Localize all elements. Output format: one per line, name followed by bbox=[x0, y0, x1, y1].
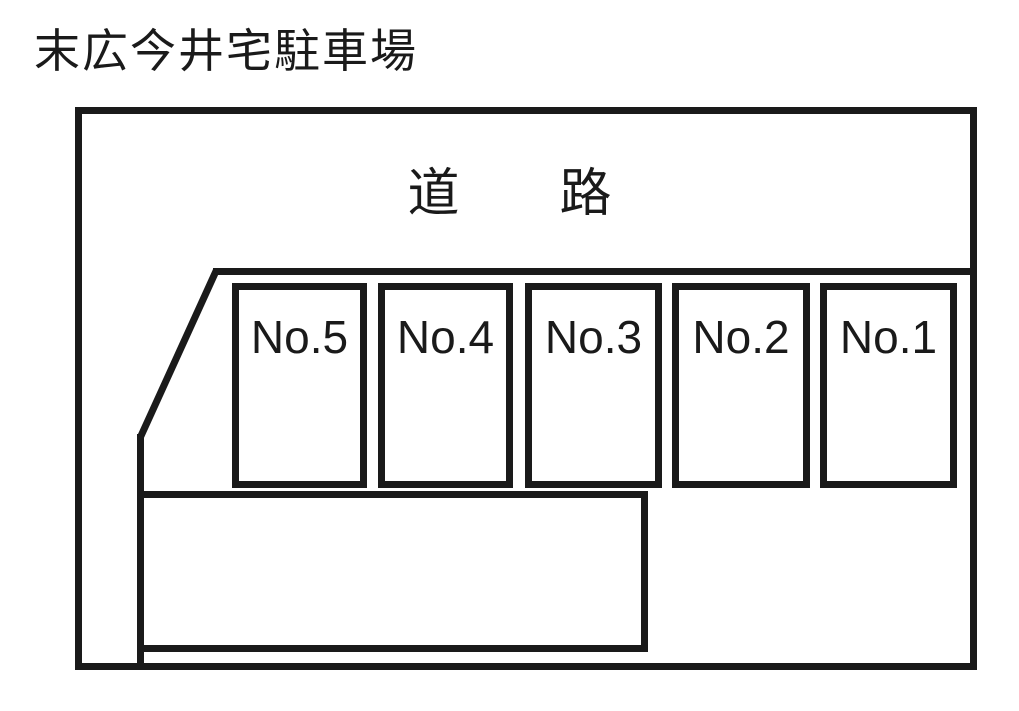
parking-space-label: No.2 bbox=[692, 311, 790, 363]
parking-space-label: No.1 bbox=[839, 311, 938, 363]
parking-space-no4: No.4 bbox=[378, 283, 513, 488]
building-outline bbox=[137, 491, 648, 652]
page-title: 末広今井宅駐車場 bbox=[34, 25, 418, 77]
parking-space-no3: No.3 bbox=[525, 283, 662, 488]
parking-space-no5: No.5 bbox=[232, 283, 367, 488]
diagonal-boundary-line bbox=[137, 268, 220, 439]
parking-space-no1: No.1 bbox=[820, 283, 957, 488]
parking-space-label: No.5 bbox=[250, 311, 349, 363]
parking-space-no2: No.2 bbox=[672, 283, 810, 488]
parking-space-label: No.3 bbox=[544, 311, 643, 363]
parking-space-label: No.4 bbox=[396, 311, 495, 363]
